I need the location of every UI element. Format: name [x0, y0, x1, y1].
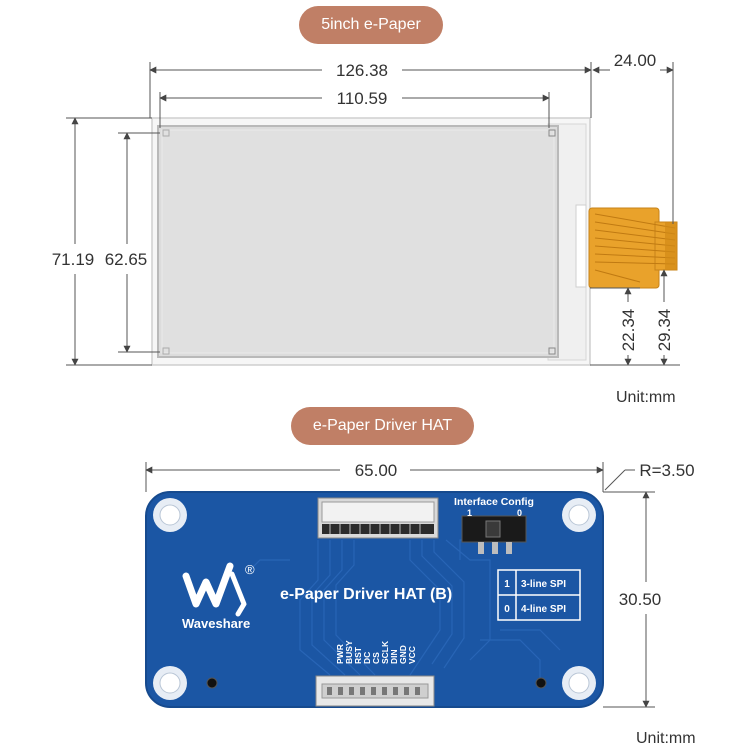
- via-icon: [535, 677, 547, 689]
- product-label: e-Paper Driver HAT (B): [280, 586, 452, 603]
- hat-dimension-labels: 65.00 R=3.50 30.50: [355, 461, 695, 609]
- pin-labels: PWR BUSY RST DC CS SCLK DIN GND VCC: [335, 640, 417, 664]
- interface-config-title: Interface Config: [454, 496, 534, 508]
- dim-connector-width: 24.00: [614, 51, 657, 70]
- config-key-1: 1: [504, 579, 510, 590]
- epaper-panel: [151, 117, 591, 366]
- via-icon: [206, 677, 218, 689]
- dim-outer-width: 126.38: [336, 61, 388, 80]
- epaper-dimension-labels: 126.38 110.59 24.00 71.19 62.65 22.34 29…: [52, 51, 674, 351]
- hat-dimension-lines: [145, 462, 655, 708]
- pin-label: GND: [398, 645, 408, 664]
- corner-mark-icon: [548, 129, 556, 137]
- corner-mark-icon: [162, 129, 170, 137]
- hat-board-labels: ® Waveshare e-Paper Driver HAT (B) Inter…: [182, 496, 566, 631]
- top-fpc-connector: [317, 497, 439, 539]
- pin-label: DC: [362, 652, 372, 664]
- hat-board: [145, 491, 604, 708]
- config-table: [497, 569, 581, 621]
- dim-active-width: 110.59: [337, 89, 388, 108]
- switch-label-1: 1: [467, 508, 472, 518]
- mounting-hole-icon: [153, 498, 187, 532]
- pin-label: VCC: [407, 646, 417, 664]
- waveshare-logo-icon: [182, 562, 247, 617]
- pin-label: RST: [353, 646, 363, 664]
- pin-label: DIN: [389, 649, 399, 664]
- dim-active-height: 62.65: [105, 250, 148, 269]
- epaper-dimension-lines: [66, 62, 680, 366]
- hat-section-title: e-Paper Driver HAT: [291, 407, 474, 445]
- switch-label-0: 0: [517, 508, 522, 518]
- dim-hat-height: 30.50: [619, 590, 662, 609]
- registered-mark: ®: [245, 562, 255, 577]
- corner-mark-icon: [548, 347, 556, 355]
- config-value-1: 3-line SPI: [521, 579, 566, 590]
- pin-label: PWR: [335, 644, 345, 664]
- mounting-hole-icon: [562, 498, 596, 532]
- epaper-section-title: 5inch e-Paper: [299, 6, 443, 44]
- mounting-hole-icon: [153, 666, 187, 700]
- config-key-0: 0: [504, 604, 510, 615]
- dim-outer-height: 71.19: [52, 250, 95, 269]
- dim-fpc-outer: 29.34: [655, 309, 674, 352]
- mounting-hole-icon: [562, 666, 596, 700]
- config-value-0: 4-line SPI: [521, 604, 566, 615]
- dim-hat-radius: R=3.50: [639, 461, 694, 480]
- bottom-pin-header: [315, 675, 435, 707]
- pin-label: CS: [371, 652, 381, 664]
- unit-label-hat: Unit:mm: [636, 730, 696, 747]
- pin-label: SCLK: [380, 640, 390, 664]
- pin-label: BUSY: [344, 640, 354, 664]
- dim-hat-width: 65.00: [355, 461, 398, 480]
- corner-mark-icon: [162, 347, 170, 355]
- brand-name: Waveshare: [182, 616, 250, 631]
- dim-fpc-inner: 22.34: [619, 309, 638, 352]
- interface-switch: [461, 515, 527, 554]
- unit-label-epaper: Unit:mm: [616, 389, 676, 406]
